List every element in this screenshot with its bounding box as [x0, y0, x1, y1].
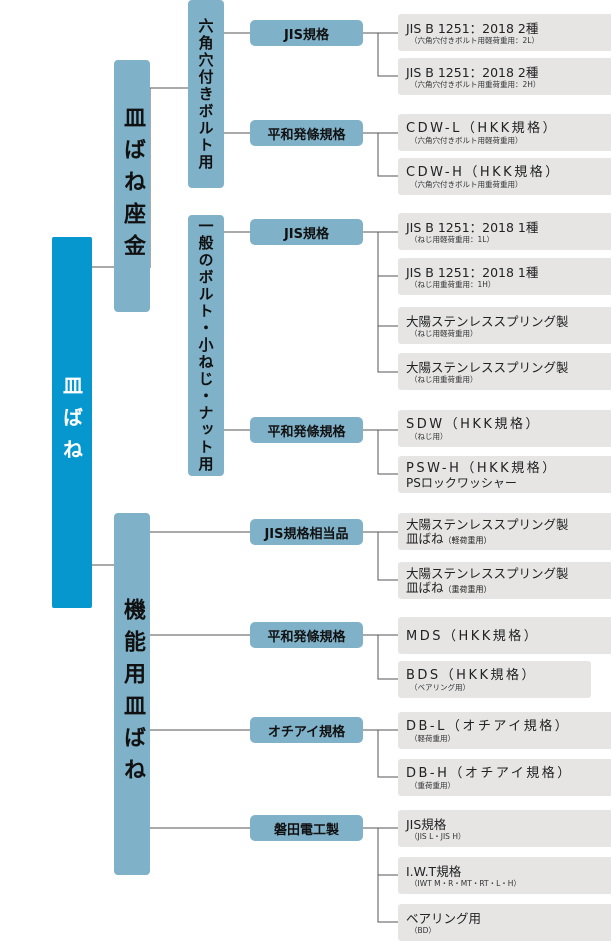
standard-label: 平和発條規格 [267, 629, 346, 645]
root-node: 皿ばね [52, 237, 92, 608]
item-title: JIS B 1251：2018 1種 [406, 265, 539, 280]
item-title: MDS（HKK規格） [406, 629, 540, 644]
subcategory-general-bolt: 一般のボルト・小ねじ・ナット用 [188, 215, 224, 476]
item-node: 大陽ステンレススプリング製 皿ばね（軽荷重用） [398, 513, 611, 550]
item-subtitle: （六角穴付きボルト用重荷重用：2H） [410, 80, 541, 89]
item-node: JIS規格 （JIS L・JIS H） [398, 810, 611, 847]
standard-label: JIS規格相当品 [264, 526, 349, 542]
item-subtitle: （六角穴付きボルト用軽荷重用：2L） [410, 36, 539, 45]
item-title: 大陽ステンレススプリング製 [406, 566, 569, 581]
standard-label: 磐田電工製 [273, 822, 339, 838]
item-subtitle: （軽荷重用） [410, 734, 455, 743]
item-title: 大陽ステンレススプリング製 [406, 360, 569, 375]
item-node: JIS B 1251：2018 1種 （ねじ用軽荷重用：1L） [398, 213, 611, 250]
item-title: JIS規格 [406, 817, 447, 832]
standard-label: JIS規格 [283, 27, 330, 43]
item-line2: 皿ばね [406, 531, 444, 546]
item-node: BDS（HKK規格） （ベアリング用） [398, 661, 591, 698]
standard-node: 平和発條規格 [250, 417, 363, 443]
item-subtitle: （ねじ用重荷重用） [410, 375, 478, 384]
item-node: I.W.T規格 （IWT M・R・MT・RT・L・H） [398, 857, 611, 894]
item-node: ベアリング用 （BD） [398, 904, 611, 941]
item-note: （重荷重用） [443, 585, 492, 594]
item-title: DB-L（オチアイ規格） [406, 719, 571, 734]
item-subtitle: （ベアリング用） [410, 683, 470, 692]
item-node: 大陽ステンレススプリング製 （ねじ用軽荷重用） [398, 307, 611, 344]
subcategory-label: 一般のボルト・小ねじ・ナット用 [196, 218, 215, 473]
item-title: ベアリング用 [406, 911, 482, 926]
item-title: 大陽ステンレススプリング製 [406, 314, 569, 329]
item-subtitle: （ねじ用軽荷重用：1L） [410, 235, 494, 244]
item-subtitle: （BD） [410, 926, 436, 935]
standard-node: 平和発條規格 [250, 120, 363, 146]
item-node: MDS（HKK規格） [398, 617, 611, 654]
standard-label: JIS規格 [283, 226, 330, 242]
subcategory-hex-socket: 六角穴付きボルト用 [188, 0, 224, 188]
standard-node: 平和発條規格 [250, 622, 363, 648]
category-label: 皿ばね座金 [120, 106, 145, 266]
item-node: CDW-H（HKK規格） （六角穴付きボルト用重荷重用） [398, 158, 611, 195]
standard-label: 平和発條規格 [267, 127, 346, 143]
item-line2: 皿ばね [406, 580, 444, 595]
item-subtitle: （重荷重用） [410, 781, 455, 790]
standard-node: JIS規格 [250, 20, 363, 46]
item-node: CDW-L（HKK規格） （六角穴付きボルト用軽荷重用） [398, 114, 611, 151]
item-node: JIS B 1251：2018 2種 （六角穴付きボルト用重荷重用：2H） [398, 58, 611, 95]
item-title: JIS B 1251：2018 2種 [406, 21, 539, 36]
item-title: SDW（HKK規格） [406, 417, 541, 432]
category-washer: 皿ばね座金 [114, 60, 150, 312]
item-title: DB-H（オチアイ規格） [406, 766, 573, 781]
category-functional: 機能用皿ばね [114, 513, 150, 875]
item-node: SDW（HKK規格） （ねじ用） [398, 410, 611, 447]
standard-label: オチアイ規格 [267, 724, 346, 740]
item-title: PSW-H（HKK規格） [406, 461, 558, 476]
root-label: 皿ばね [59, 374, 84, 471]
item-node: DB-H（オチアイ規格） （重荷重用） [398, 759, 611, 796]
item-node: DB-L（オチアイ規格） （軽荷重用） [398, 712, 611, 749]
standard-node: JIS規格 [250, 219, 363, 245]
item-node: JIS B 1251：2018 2種 （六角穴付きボルト用軽荷重用：2L） [398, 14, 611, 51]
item-title: I.W.T規格 [406, 864, 462, 879]
item-subtitle: （JIS L・JIS H） [410, 832, 466, 841]
category-label: 機能用皿ばね [120, 598, 145, 790]
item-title: BDS（HKK規格） [406, 668, 538, 683]
item-subtitle: （ねじ用） [410, 432, 448, 441]
item-node: 大陽ステンレススプリング製 （ねじ用重荷重用） [398, 353, 611, 390]
item-subtitle: （IWT M・R・MT・RT・L・H） [410, 879, 521, 888]
item-title: JIS B 1251：2018 2種 [406, 65, 539, 80]
item-note: （軽荷重用） [443, 536, 492, 545]
item-title: JIS B 1251：2018 1種 [406, 220, 539, 235]
standard-node: JIS規格相当品 [250, 519, 363, 545]
item-subtitle: （ねじ用軽荷重用） [410, 329, 478, 338]
item-subtitle: （ねじ用重荷重用：1H） [410, 280, 496, 289]
item-subtitle: （六角穴付きボルト用重荷重用） [410, 180, 523, 189]
item-title: CDW-L（HKK規格） [406, 121, 559, 136]
item-subtitle: PSロックワッシャー [406, 476, 517, 490]
item-node: 大陽ステンレススプリング製 皿ばね（重荷重用） [398, 562, 611, 599]
item-node: PSW-H（HKK規格） PSロックワッシャー [398, 456, 611, 493]
standard-node: オチアイ規格 [250, 717, 363, 743]
item-title: CDW-H（HKK規格） [406, 165, 561, 180]
item-subtitle: （六角穴付きボルト用軽荷重用） [410, 136, 523, 145]
subcategory-label: 六角穴付きボルト用 [196, 17, 215, 171]
standard-node: 磐田電工製 [250, 815, 363, 841]
item-node: JIS B 1251：2018 1種 （ねじ用重荷重用：1H） [398, 258, 611, 295]
standard-label: 平和発條規格 [267, 424, 346, 440]
item-title: 大陽ステンレススプリング製 [406, 517, 569, 532]
